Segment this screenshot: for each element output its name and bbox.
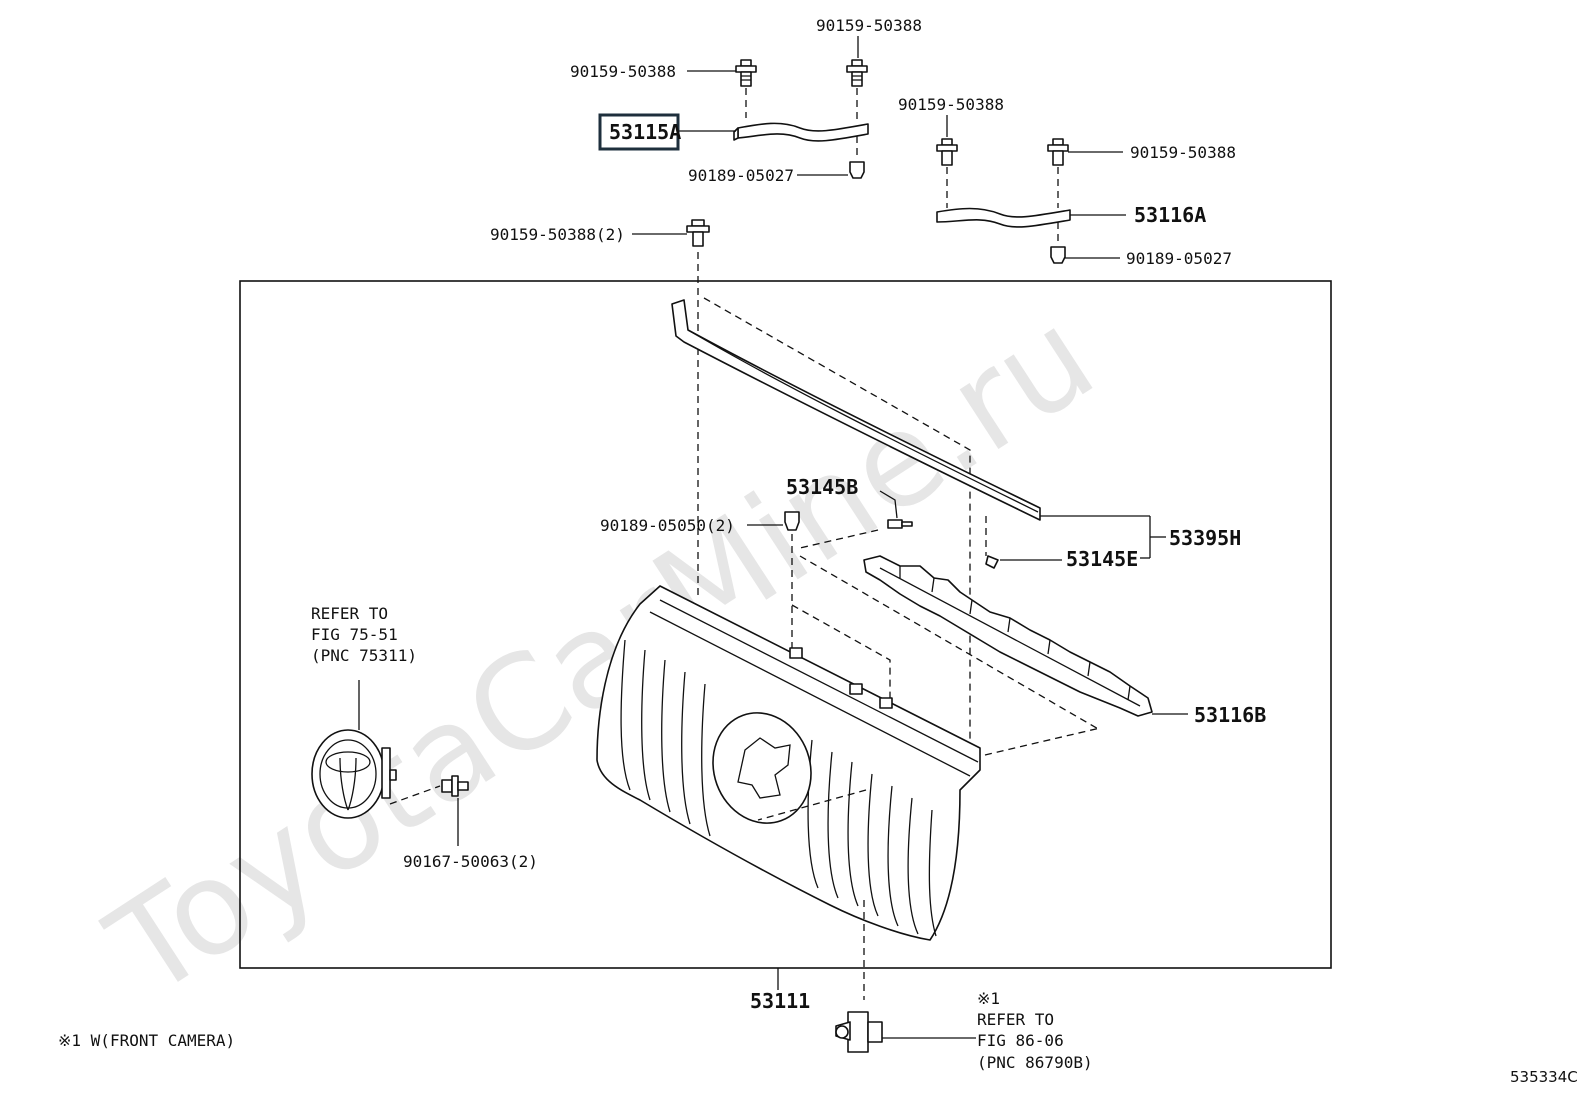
bolt-top-right	[846, 59, 868, 87]
label-molding-53395h[interactable]: 53395H	[1169, 526, 1241, 550]
bracket-53116a-shape	[936, 207, 1071, 228]
grille-53111	[596, 585, 981, 941]
label-bolt-top-right[interactable]: 90159-50388	[816, 16, 922, 35]
svg-text:53145B: 53145B	[786, 475, 858, 499]
nut-53116a	[1050, 246, 1066, 264]
svg-text:53116B: 53116B	[1194, 703, 1266, 727]
svg-text:53115A: 53115A	[609, 120, 681, 144]
retainer-53116b	[863, 555, 1153, 717]
nut-pair	[784, 511, 800, 531]
bolt-pair	[686, 219, 710, 247]
bracket-53115a-shape	[733, 122, 869, 142]
watermark: ToyotaCarMine.ru	[83, 280, 1119, 1027]
svg-text:53145E: 53145E	[1066, 547, 1138, 571]
footnote: ※1 W(FRONT CAMERA)	[58, 1031, 235, 1050]
label-bolt-pair[interactable]: 90159-50388(2)	[490, 225, 625, 244]
svg-text:90189-05050(2): 90189-05050(2)	[600, 516, 735, 535]
svg-text:REFER TO: REFER TO	[977, 1010, 1054, 1029]
nut-53115a	[849, 161, 865, 179]
clip-53145b	[887, 519, 913, 529]
refer-emblem-link[interactable]: REFER TO FIG 75-51 (PNC 75311)	[311, 604, 417, 665]
label-bracket-53115a[interactable]: 53115A	[598, 113, 681, 151]
highlight-box	[598, 113, 680, 151]
svg-text:90159-50388: 90159-50388	[898, 95, 1004, 114]
label-retainer-53116b[interactable]: 53116B	[1194, 703, 1266, 727]
refer-camera-link[interactable]: ※1 REFER TO FIG 86-06 (PNC 86790B)	[977, 989, 1093, 1072]
label-clip-53145e[interactable]: 53145E	[1066, 547, 1138, 571]
svg-text:REFER TO: REFER TO	[311, 604, 388, 623]
svg-text:FIG 75-51: FIG 75-51	[311, 625, 398, 644]
upper-molding	[671, 299, 1041, 521]
front-camera	[835, 1011, 883, 1053]
svg-text:53111: 53111	[750, 989, 810, 1013]
label-screw-pair[interactable]: 90167-50063(2)	[403, 852, 538, 871]
svg-text:90159-50388: 90159-50388	[816, 16, 922, 35]
svg-text:90159-50388: 90159-50388	[570, 62, 676, 81]
svg-text:53116A: 53116A	[1134, 203, 1206, 227]
svg-text:※1: ※1	[977, 989, 1000, 1008]
screw-pair	[441, 775, 469, 797]
svg-text:90189-05027: 90189-05027	[1126, 249, 1232, 268]
svg-text:(PNC 86790B): (PNC 86790B)	[977, 1053, 1093, 1072]
label-grille-53111[interactable]: 53111	[750, 989, 810, 1013]
svg-text:90167-50063(2): 90167-50063(2)	[403, 852, 538, 871]
label-bolt-top-left[interactable]: 90159-50388	[570, 62, 676, 81]
svg-text:90159-50388: 90159-50388	[1130, 143, 1236, 162]
svg-text:90189-05027: 90189-05027	[688, 166, 794, 185]
svg-text:90159-50388(2): 90159-50388(2)	[490, 225, 625, 244]
svg-text:53395H: 53395H	[1169, 526, 1241, 550]
bolt-mid	[936, 138, 958, 166]
label-bolt-mid[interactable]: 90159-50388	[898, 95, 1004, 114]
svg-text:(PNC 75311): (PNC 75311)	[311, 646, 417, 665]
label-clip-53145b[interactable]: 53145B	[786, 475, 858, 499]
figure-id: 535334C	[1510, 1068, 1578, 1086]
label-bolt-right[interactable]: 90159-50388	[1130, 143, 1236, 162]
label-nut-b[interactable]: 90189-05027	[1126, 249, 1232, 268]
clip-53145e	[985, 555, 999, 569]
label-nut-pair[interactable]: 90189-05050(2)	[600, 516, 735, 535]
emblem	[311, 729, 397, 819]
label-bracket-53116a[interactable]: 53116A	[1134, 203, 1206, 227]
svg-text:FIG 86-06: FIG 86-06	[977, 1031, 1064, 1050]
bolt-right	[1047, 138, 1069, 166]
label-nut-a[interactable]: 90189-05027	[688, 166, 794, 185]
assembly-frame	[239, 280, 1332, 969]
bolt-top-left	[735, 59, 757, 87]
